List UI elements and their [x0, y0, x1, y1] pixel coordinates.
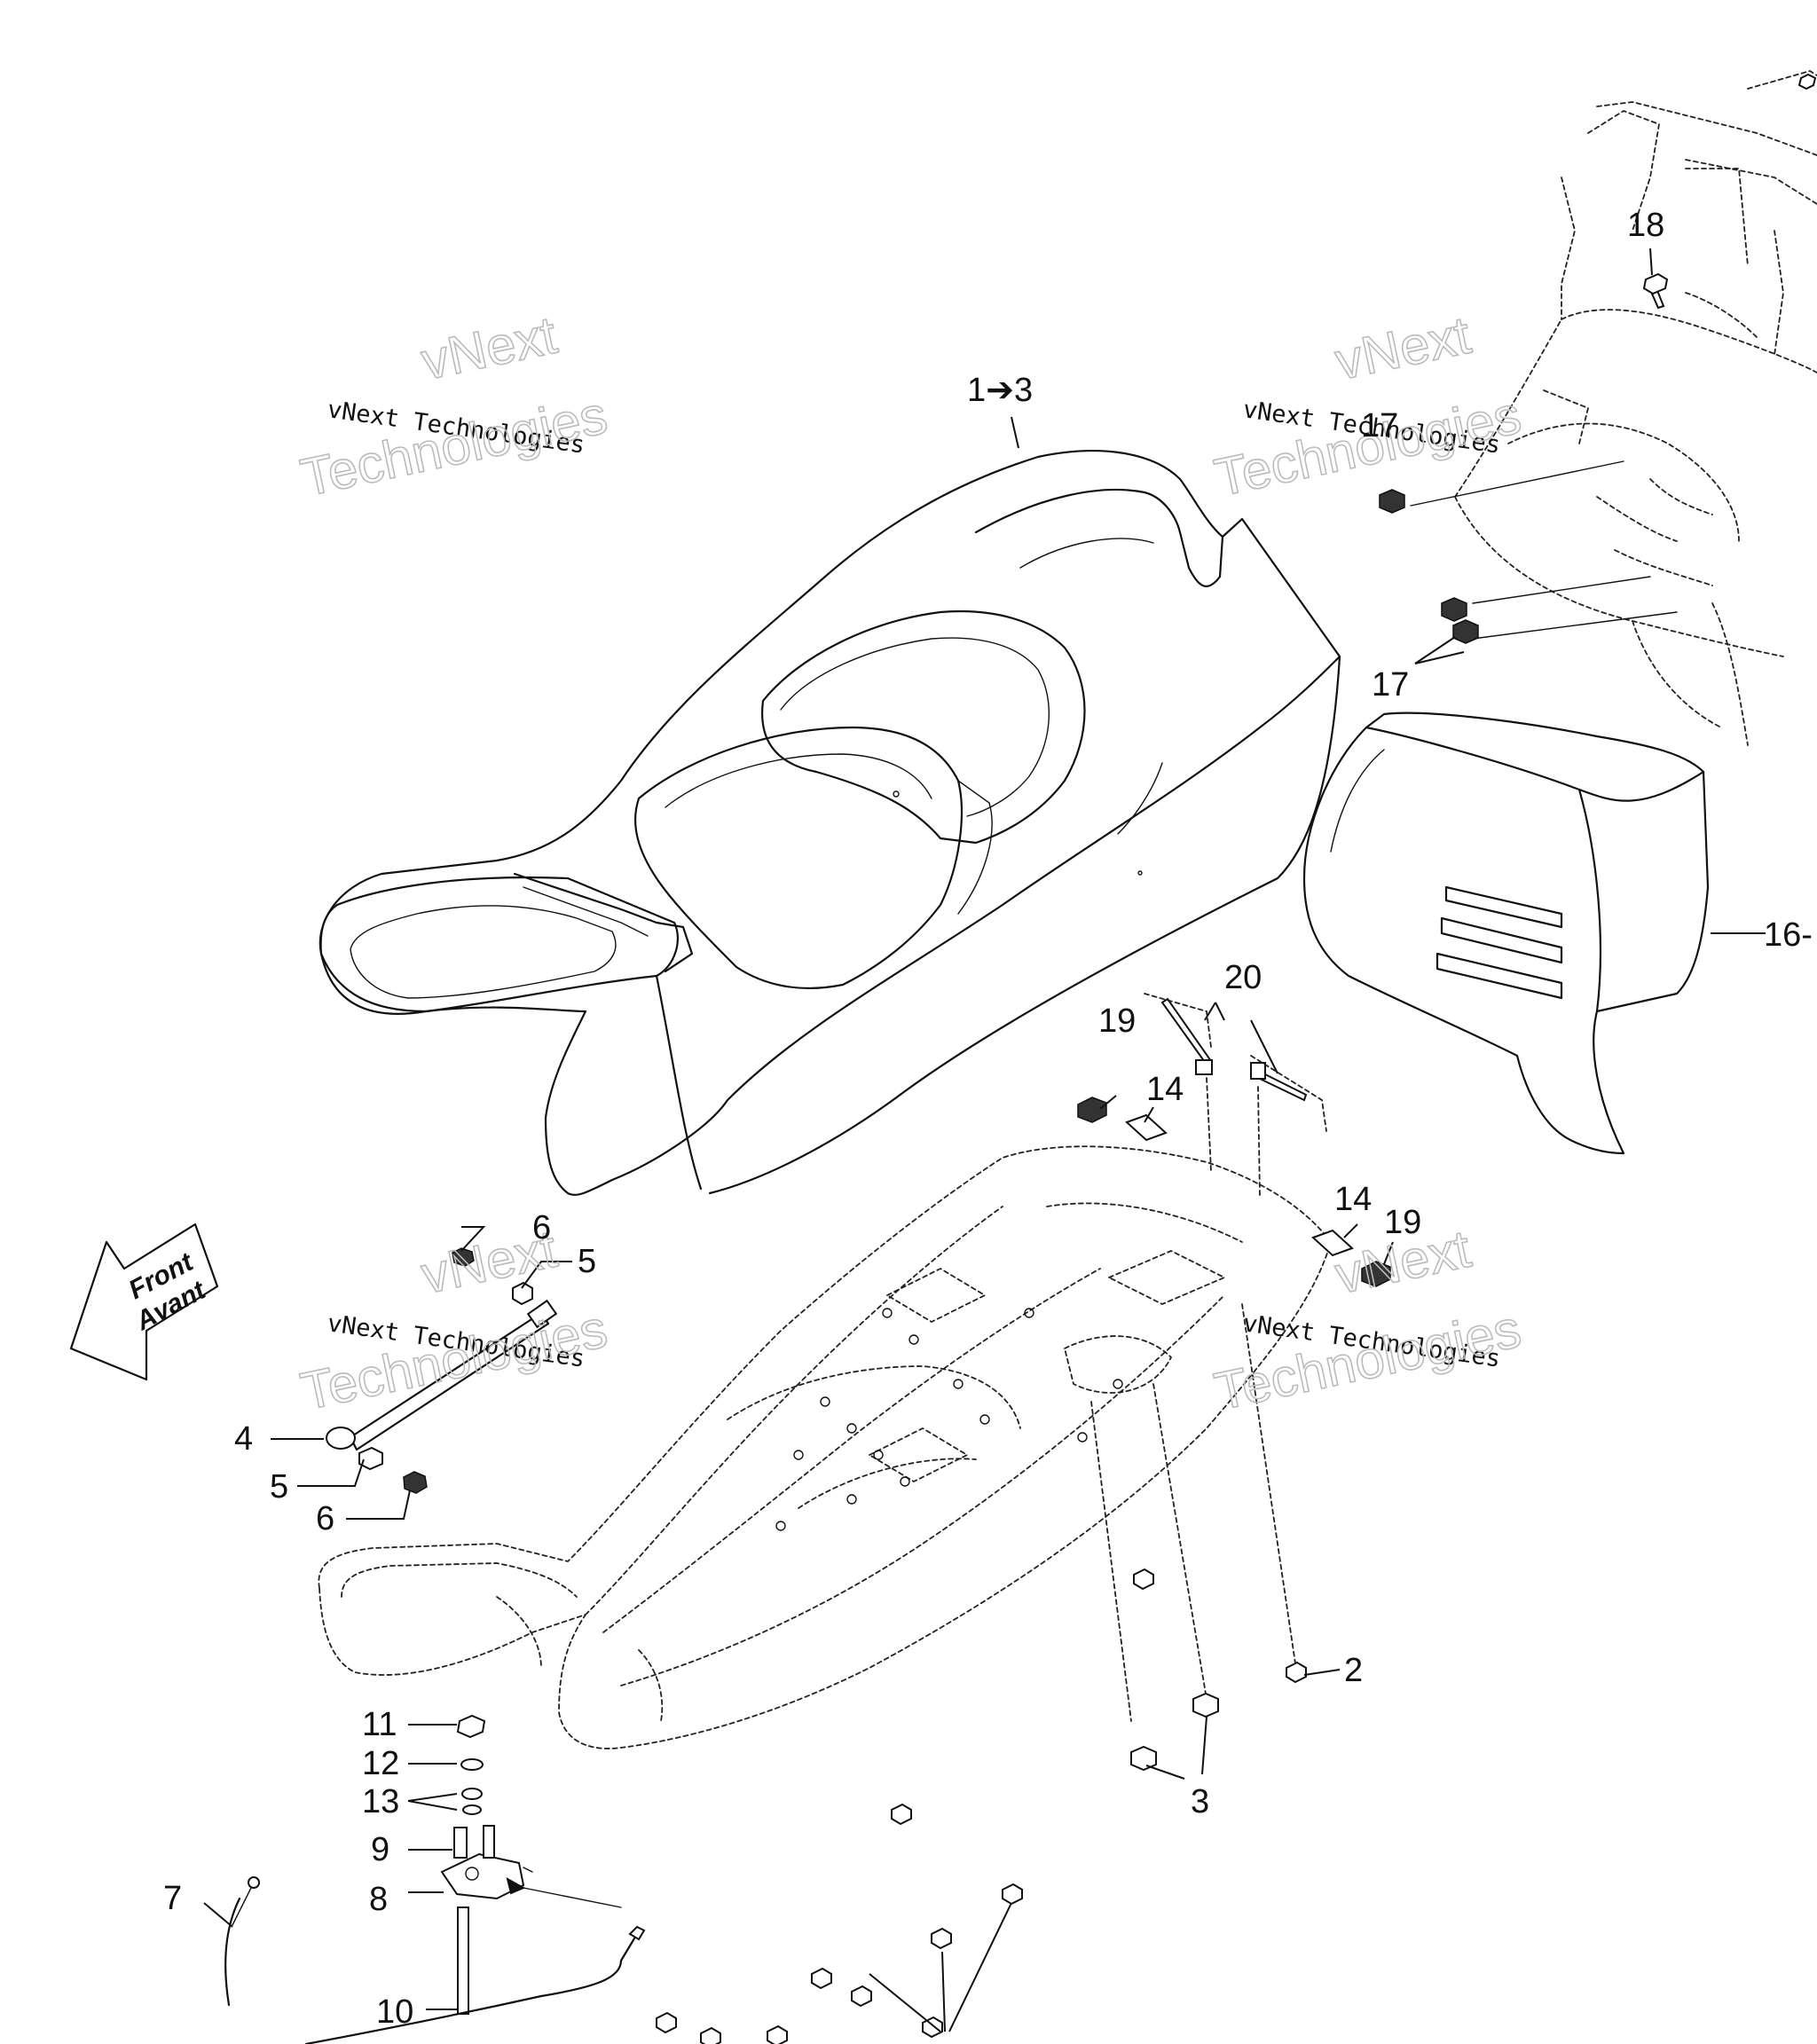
- callout-9: 9: [371, 1831, 389, 1868]
- latch-assembly: [224, 1714, 646, 2044]
- callout-18: 18: [1627, 207, 1664, 244]
- seat-base-frame: [318, 1145, 1332, 1749]
- callout-5-lower: 5: [270, 1468, 288, 1505]
- callout-19-left: 19: [1098, 1002, 1136, 1040]
- callout-3: 3: [1191, 1783, 1209, 1820]
- watermark-text-outline: vNext: [1330, 305, 1475, 391]
- callout-17-lower: 17: [1372, 666, 1409, 704]
- studs: [656, 1568, 1307, 2044]
- callout-labels: 1➔3 2 3 4 5 5 6 6 7 8 9 10 11 12 13 14 1…: [163, 207, 1813, 2031]
- callout-13: 13: [362, 1783, 399, 1820]
- callout-1-to-3: 1➔3: [967, 372, 1033, 409]
- front-direction-arrow: Front Avant: [69, 1222, 219, 1381]
- callout-12: 12: [362, 1745, 399, 1782]
- callout-16: 16-: [1764, 916, 1813, 954]
- callout-2: 2: [1344, 1652, 1363, 1689]
- callout-20: 20: [1224, 959, 1262, 996]
- callout-19-right: 19: [1384, 1204, 1421, 1241]
- watermarks: vNext Technologies vNext Technologies vN…: [295, 304, 1527, 1422]
- watermark-text-outline: vNext: [416, 305, 562, 391]
- rear-bracket: [1410, 70, 1817, 746]
- callout-8: 8: [369, 1881, 388, 1918]
- support-arm: [326, 1247, 558, 1494]
- callout-6-upper: 6: [532, 1209, 551, 1246]
- seat-assembly: [319, 450, 1341, 1196]
- rear-cushion: [1302, 711, 1710, 1155]
- hardware: [203, 73, 1817, 2010]
- callout-14-left: 14: [1146, 1071, 1184, 1108]
- callout-10: 10: [376, 1993, 413, 2031]
- callout-4: 4: [234, 1420, 253, 1458]
- callout-7: 7: [163, 1880, 182, 1917]
- callout-14-right: 14: [1334, 1181, 1372, 1218]
- callout-6-lower: 6: [316, 1500, 334, 1537]
- callout-5-upper: 5: [578, 1243, 596, 1280]
- callout-11: 11: [362, 1706, 397, 1743]
- callout-17-upper: 17: [1361, 407, 1398, 444]
